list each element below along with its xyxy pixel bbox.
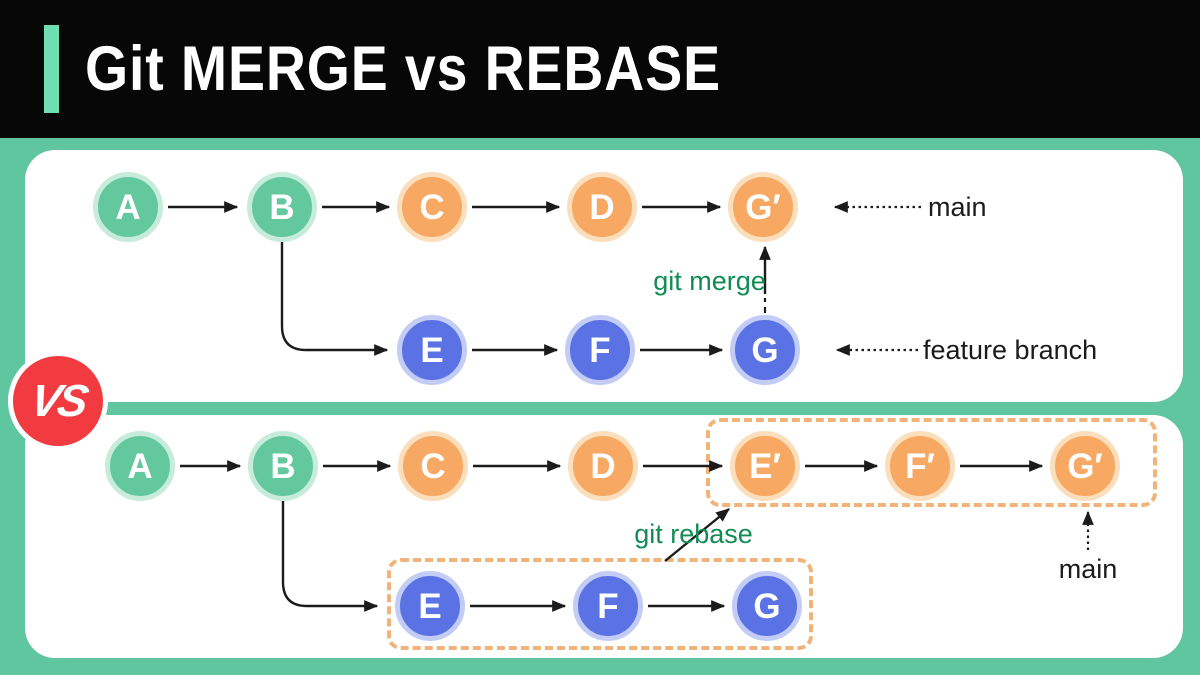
commit-node-A: A <box>93 172 163 242</box>
commit-label: E′ <box>749 446 781 486</box>
commit-label: G′ <box>745 187 781 227</box>
commit-node-F: F <box>565 315 635 385</box>
commit-label: G′ <box>1067 446 1103 486</box>
commit-label: G <box>751 330 779 370</box>
merge-diagram-panel: A B C D G′ E F G main feature branch git… <box>25 150 1183 402</box>
rebased-commits-box <box>706 418 1157 507</box>
git-rebase-command-label: git rebase <box>634 519 753 549</box>
commit-node-B: B <box>248 431 318 501</box>
commit-label: A <box>115 187 141 227</box>
commit-node-C: C <box>397 172 467 242</box>
commit-node-B: B <box>247 172 317 242</box>
branch-curve <box>281 501 379 612</box>
title-bar: Git MERGE vs REBASE <box>0 0 1200 138</box>
commit-label: F <box>589 330 611 370</box>
page-title: Git MERGE vs REBASE <box>85 34 721 104</box>
commit-label: F′ <box>905 446 935 486</box>
commit-node-E: E <box>395 571 465 641</box>
commit-node-A: A <box>105 431 175 501</box>
old-feature-commits-box <box>387 558 813 650</box>
commit-node-D: D <box>567 172 637 242</box>
rebase-arrows-layer <box>180 460 1094 612</box>
commit-label: C <box>419 187 445 227</box>
commit-node-E: E <box>397 315 467 385</box>
main-branch-label: main <box>928 192 987 222</box>
commit-label: D <box>589 187 615 227</box>
commit-label: F <box>597 586 619 626</box>
merge-arrows-layer <box>168 201 921 356</box>
commit-label: C <box>420 446 446 486</box>
commit-node-G-prime: G′ <box>1050 431 1120 501</box>
commit-node-G: G <box>732 571 802 641</box>
commit-label: A <box>127 446 153 486</box>
commit-node-F-prime: F′ <box>885 431 955 501</box>
vs-label: VS <box>26 375 90 426</box>
commit-label: G <box>753 586 781 626</box>
vs-disc: VS <box>8 351 108 451</box>
vs-badge: VS <box>8 351 108 451</box>
commit-node-D: D <box>568 431 638 501</box>
commit-label: B <box>270 446 296 486</box>
commit-node-C: C <box>398 431 468 501</box>
main-branch-label: main <box>1058 554 1118 584</box>
commit-node-F: F <box>573 571 643 641</box>
commit-label: D <box>590 446 616 486</box>
commit-label: B <box>269 187 295 227</box>
title-accent-bar <box>44 25 59 113</box>
commit-node-G-prime: G′ <box>728 172 798 242</box>
git-rebase-arrow <box>664 508 730 562</box>
commit-node-G: G <box>730 315 800 385</box>
commit-label: E <box>420 330 444 370</box>
branch-curve <box>280 242 389 356</box>
rebase-diagram-panel: A B C D E′ F′ G′ E F G git rebase main <box>25 415 1183 658</box>
feature-branch-label: feature branch <box>923 335 1098 365</box>
commit-label: E <box>418 586 442 626</box>
git-merge-command-label: git merge <box>653 266 766 296</box>
commit-node-E-prime: E′ <box>730 431 800 501</box>
